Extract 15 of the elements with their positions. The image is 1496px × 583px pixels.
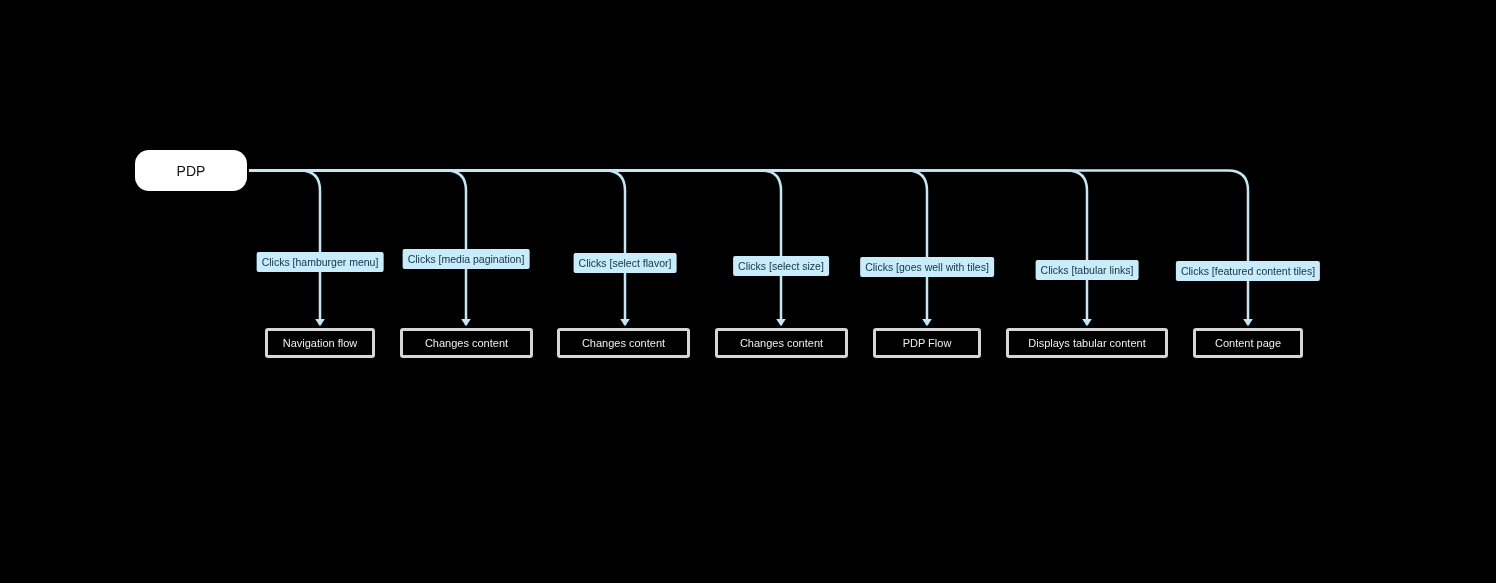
edge-label: Clicks [select size] — [733, 256, 829, 276]
process-box: Changes content — [715, 328, 848, 358]
process-box: Changes content — [400, 328, 533, 358]
edge-label: Clicks [tabular links] — [1035, 260, 1139, 280]
edge-label: Clicks [hamburger menu] — [256, 252, 384, 272]
process-box: Changes content — [557, 328, 690, 358]
process-box: Navigation flow — [265, 328, 375, 358]
process-box: PDP Flow — [873, 328, 981, 358]
edge-label: Clicks [select flavor] — [573, 253, 677, 273]
process-box: Displays tabular content — [1006, 328, 1168, 358]
edge-label: Clicks [goes well with tiles] — [860, 257, 994, 277]
process-box: Content page — [1193, 328, 1303, 358]
start-node: PDP — [135, 150, 247, 191]
edge-label: Clicks [featured content tiles] — [1175, 261, 1321, 281]
edge-label: Clicks [media pagination] — [402, 249, 530, 269]
